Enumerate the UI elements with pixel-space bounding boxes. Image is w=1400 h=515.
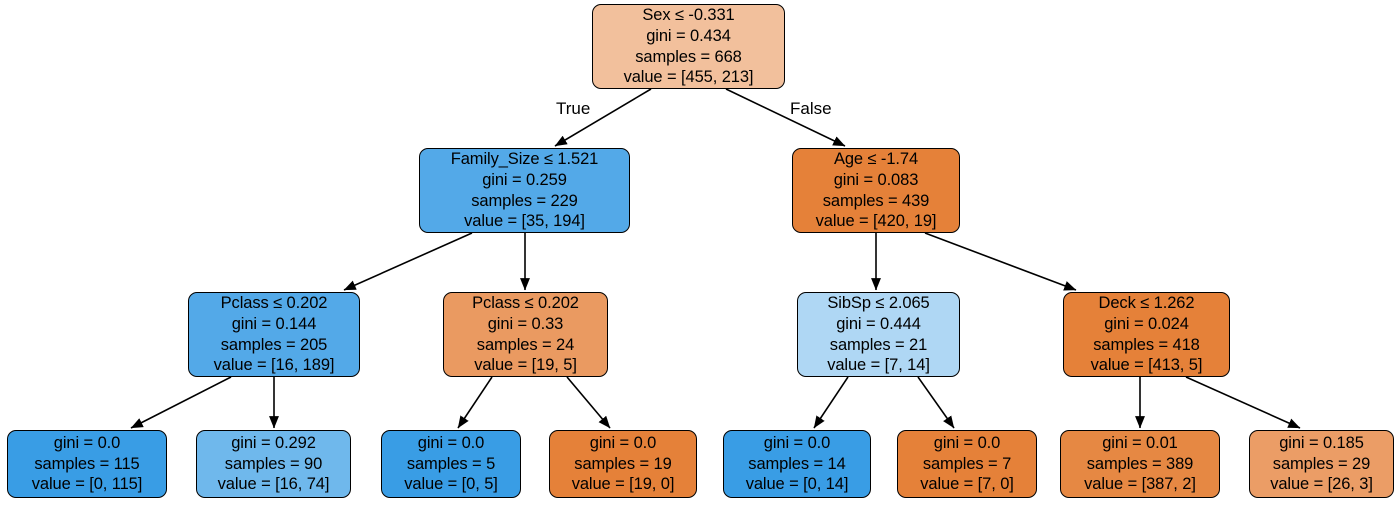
node-text-line: samples = 29 (1272, 454, 1371, 473)
node-text-line: samples = 205 (220, 335, 328, 354)
tree-node-n4[interactable]: Pclass ≤ 0.202 gini = 0.33 samples = 24 val… (443, 292, 608, 377)
tree-edge-n5-to-n11 (813, 376, 849, 429)
tree-node-n13[interactable]: gini = 0.01 samples = 389 value = [387, 2] (1060, 430, 1220, 498)
node-text-line: value = [35, 194] (464, 212, 585, 231)
tree-node-n5[interactable]: SibSp ≤ 2.065 gini = 0.444 samples = 21 val… (797, 292, 960, 377)
node-text-line: gini = 0.01 (1102, 433, 1178, 452)
node-text-line: gini = 0.083 (833, 170, 919, 189)
node-text-line: value = [7, 14] (827, 356, 930, 375)
tree-edge-n3-to-n7 (130, 376, 232, 429)
node-text-line: SibSp ≤ 2.065 (827, 293, 930, 312)
node-text-line: gini = 0.444 (836, 314, 921, 333)
node-text-line: Pclass ≤ 0.202 (220, 293, 328, 312)
node-text-line: gini = 0.0 (53, 433, 121, 452)
node-text-line: samples = 14 (748, 454, 846, 473)
node-text-line: value = [7, 0] (920, 475, 1014, 494)
node-text-line: gini = 0.024 (1104, 314, 1189, 333)
tree-node-n7[interactable]: gini = 0.0 samples = 115 value = [0, 115] (7, 430, 167, 498)
node-text-line: value = [16, 189] (213, 356, 335, 375)
tree-edge-n4-to-n9 (457, 376, 493, 429)
node-text-line: Age ≤ -1.74 (833, 149, 919, 168)
node-text-line: gini = 0.259 (482, 170, 567, 189)
node-text-line: Pclass ≤ 0.202 (472, 293, 579, 312)
node-text-line: Family_Size ≤ 1.521 (450, 149, 599, 168)
tree-edge-n4-to-n10 (566, 376, 611, 429)
node-text-line: samples = 19 (574, 454, 672, 473)
tree-edge-n2-to-n6 (924, 232, 1077, 291)
node-text-line: samples = 668 (635, 47, 742, 66)
node-text-line: samples = 24 (476, 335, 575, 354)
tree-edge-n6-to-n14 (1185, 376, 1301, 429)
node-text-line: gini = 0.292 (231, 433, 316, 452)
node-text-line: gini = 0.0 (933, 433, 1001, 452)
node-text-line: value = [455, 213] (623, 68, 754, 87)
node-text-line: value = [19, 5] (474, 356, 577, 375)
node-text-line: value = [387, 2] (1084, 475, 1196, 494)
node-text-line: value = [16, 74] (217, 475, 330, 494)
edge-label-false: False (790, 99, 832, 118)
node-text-line: samples = 389 (1086, 454, 1194, 473)
node-text-line: value = [0, 5] (404, 475, 498, 494)
tree-node-n1[interactable]: Family_Size ≤ 1.521 gini = 0.259 samples =… (419, 148, 630, 233)
node-text-line: value = [413, 5] (1090, 356, 1203, 375)
node-text-line: gini = 0.434 (646, 26, 731, 45)
node-text-line: Deck ≤ 1.262 (1098, 293, 1195, 312)
node-text-line: Sex ≤ -0.331 (642, 5, 735, 24)
node-text-line: samples = 229 (471, 191, 578, 210)
node-text-line: value = [19, 0] (571, 475, 675, 494)
node-text-line: samples = 7 (922, 454, 1012, 473)
tree-node-n0[interactable]: Sex ≤ -0.331 gini = 0.434 samples = 668 val… (592, 4, 785, 89)
node-text-line: samples = 439 (822, 191, 930, 210)
node-text-line: gini = 0.0 (589, 433, 657, 452)
edge-label-true: True (556, 99, 591, 118)
node-text-line: gini = 0.0 (763, 433, 831, 452)
node-text-line: gini = 0.144 (231, 314, 317, 333)
node-text-line: samples = 21 (829, 335, 928, 354)
tree-node-n3[interactable]: Pclass ≤ 0.202 gini = 0.144 samples = 205 v… (188, 292, 360, 377)
node-text-line: value = [0, 14] (745, 475, 849, 494)
node-text-line: gini = 0.33 (487, 314, 564, 333)
tree-node-n10[interactable]: gini = 0.0 samples = 19 value = [19, 0] (549, 430, 697, 498)
node-text-line: gini = 0.0 (417, 433, 485, 452)
tree-edge-n1-to-n3 (343, 232, 473, 291)
node-text-line: gini = 0.185 (1279, 433, 1364, 452)
node-text-line: samples = 115 (34, 454, 140, 473)
tree-node-n11[interactable]: gini = 0.0 samples = 14 value = [0, 14] (723, 430, 871, 498)
node-text-line: value = [420, 19] (815, 212, 937, 231)
tree-node-n2[interactable]: Age ≤ -1.74 gini = 0.083 samples = 439 valu… (792, 148, 960, 233)
tree-edge-n5-to-n12 (917, 376, 955, 429)
tree-node-n6[interactable]: Deck ≤ 1.262 gini = 0.024 samples = 418 val… (1063, 292, 1230, 377)
node-text-line: value = [0, 115] (31, 475, 143, 494)
node-text-line: samples = 90 (224, 454, 323, 473)
tree-node-n14[interactable]: gini = 0.185 samples = 29 value = [26, 3] (1249, 430, 1394, 498)
tree-node-n9[interactable]: gini = 0.0 samples = 5 value = [0, 5] (381, 430, 521, 498)
node-text-line: samples = 5 (406, 454, 496, 473)
node-text-line: samples = 418 (1093, 335, 1200, 354)
tree-node-n12[interactable]: gini = 0.0 samples = 7 value = [7, 0] (897, 430, 1037, 498)
node-text-line: value = [26, 3] (1270, 475, 1373, 494)
tree-node-n8[interactable]: gini = 0.292 samples = 90 value = [16, 74] (196, 430, 351, 498)
